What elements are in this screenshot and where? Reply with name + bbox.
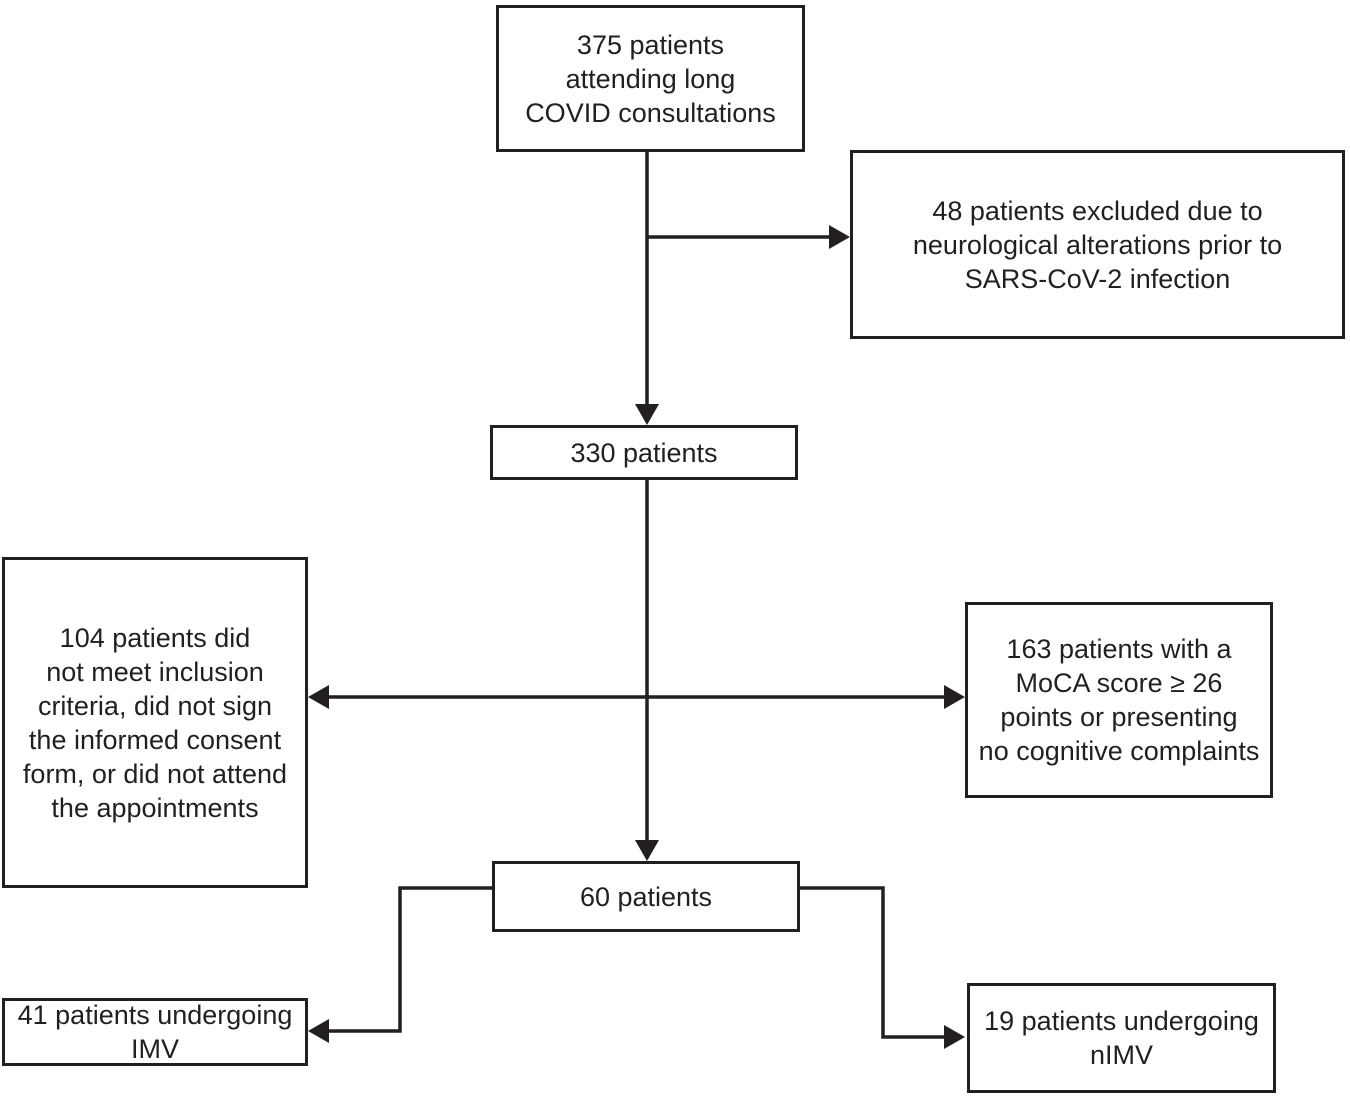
arrowhead-left-imv: [308, 1019, 329, 1043]
box-text-line: nIMV: [1089, 1040, 1153, 1070]
box-text-line: points or presenting: [1000, 702, 1238, 732]
box-text: 48 patients excluded due to neurological…: [913, 194, 1282, 296]
box-excluded-moca: 163 patients with a MoCA score ≥ 26 poin…: [965, 602, 1273, 798]
box-text-line: 163 patients with a: [1006, 634, 1232, 664]
box-text: 41 patients undergoing IMV: [18, 998, 293, 1066]
box-text: 330 patients: [570, 436, 717, 470]
box-text-line: 41 patients undergoing: [17, 1000, 293, 1030]
arrowhead-right-excluded-neuro: [829, 225, 850, 249]
box-imv: 41 patients undergoing IMV: [2, 998, 308, 1066]
box-text-line: 19 patients undergoing: [984, 1006, 1259, 1036]
arrowhead-right-excluded-moca: [944, 685, 965, 709]
box-text-line: attending long: [565, 63, 736, 94]
box-text-line: 60 patients: [579, 881, 713, 912]
box-330-patients: 330 patients: [490, 425, 798, 480]
box-text-line: the informed consent: [28, 724, 282, 755]
box-375-patients: 375 patients attending long COVID consul…: [496, 5, 805, 152]
box-text-line: neurological alterations prior to: [912, 229, 1283, 260]
arrowhead-down-60: [635, 840, 659, 861]
box-excluded-neurological: 48 patients excluded due to neurological…: [850, 150, 1345, 339]
box-excluded-criteria: 104 patients did not meet inclusion crit…: [2, 557, 308, 888]
box-text-line: the appointments: [51, 792, 259, 823]
arrowhead-down-330: [635, 404, 659, 425]
box-text-line: 104 patients did: [59, 622, 251, 653]
box-text: 375 patients attending long COVID consul…: [525, 28, 776, 130]
box-text-line: MoCA score ≥ 26: [1015, 668, 1223, 698]
box-text-line: 375 patients: [576, 29, 725, 60]
box-text-line: SARS-CoV-2 infection: [964, 263, 1231, 294]
box-60-patients: 60 patients: [492, 861, 800, 932]
arrow-60-to-imv: [326, 886, 492, 1033]
box-text-line: not meet inclusion: [46, 656, 264, 687]
box-text-line: criteria, did not sign: [37, 690, 273, 721]
box-text: 163 patients with a MoCA score ≥ 26 poin…: [979, 632, 1260, 768]
box-text: 60 patients: [580, 880, 712, 914]
box-text-line: no cognitive complaints: [978, 736, 1260, 766]
box-text-line: COVID consultations: [525, 97, 776, 128]
arrow-60-to-nimv: [800, 886, 947, 1039]
box-text-line: form, or did not attend: [22, 758, 288, 789]
box-nimv: 19 patients undergoing nIMV: [967, 983, 1276, 1093]
arrowhead-right-nimv: [944, 1025, 965, 1049]
box-text: 19 patients undergoing nIMV: [984, 1004, 1259, 1072]
box-text-line: 48 patients excluded due to: [932, 195, 1263, 226]
box-text-line: 330 patients: [570, 437, 718, 468]
arrowhead-left-excluded-criteria: [308, 685, 329, 709]
box-text-line: IMV: [130, 1034, 179, 1064]
box-text: 104 patients did not meet inclusion crit…: [23, 621, 287, 825]
